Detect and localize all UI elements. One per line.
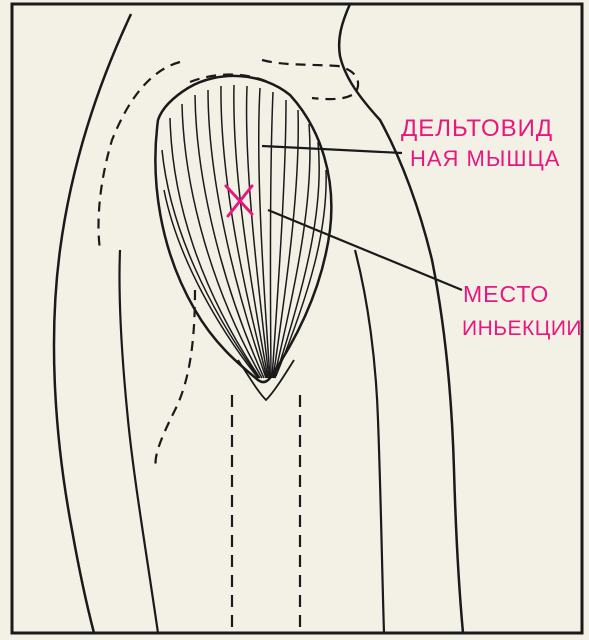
armpit-outline (119, 250, 158, 633)
scapula-dashed (99, 62, 181, 250)
arm-inner-outline (355, 250, 384, 633)
deltoid-label-line2: НАЯ МЫШЦА (410, 148, 560, 170)
arm-outer-outline (339, 4, 463, 633)
deltoid-fibers (162, 85, 326, 378)
deltoid-pointer-line (262, 146, 402, 153)
injection-site-label-line1: МЕСТО (463, 283, 549, 306)
scapula-lower-dashed (156, 290, 195, 470)
torso-outline (54, 14, 131, 633)
injection-site-label-line2: ИНЬЕКЦИИ (462, 318, 582, 339)
deltoid-label-line1: ДЕЛЬТОВИД (401, 117, 553, 141)
injection-pointer-line (268, 210, 462, 290)
